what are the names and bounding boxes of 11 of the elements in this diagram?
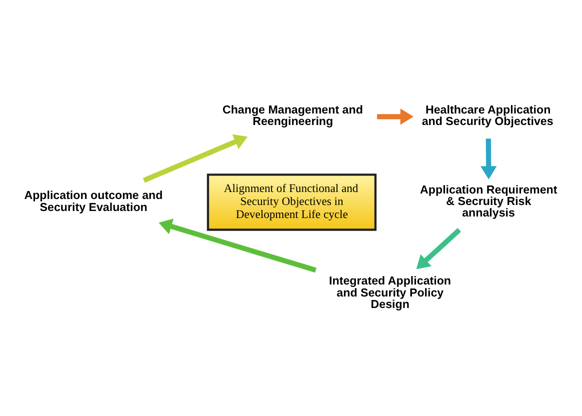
node-text: Application Requirement & Secruity Risk annalysis — [420, 183, 558, 220]
arrow — [416, 228, 462, 270]
arrow — [480, 138, 497, 180]
node-text: Application outcome and Security Evaluation — [24, 189, 163, 214]
node-box: Alignment of Functional and Security Objectives in Development Life cycle — [206, 174, 377, 231]
arrow — [376, 108, 414, 125]
node-text: Integrated Application and Security Policy Design — [329, 274, 452, 311]
node-text: Healthcare Application and Security Objectives — [422, 104, 554, 128]
arrow — [158, 218, 317, 273]
node-text: Change Management and Reengineering — [222, 104, 363, 128]
arrow — [142, 134, 248, 183]
